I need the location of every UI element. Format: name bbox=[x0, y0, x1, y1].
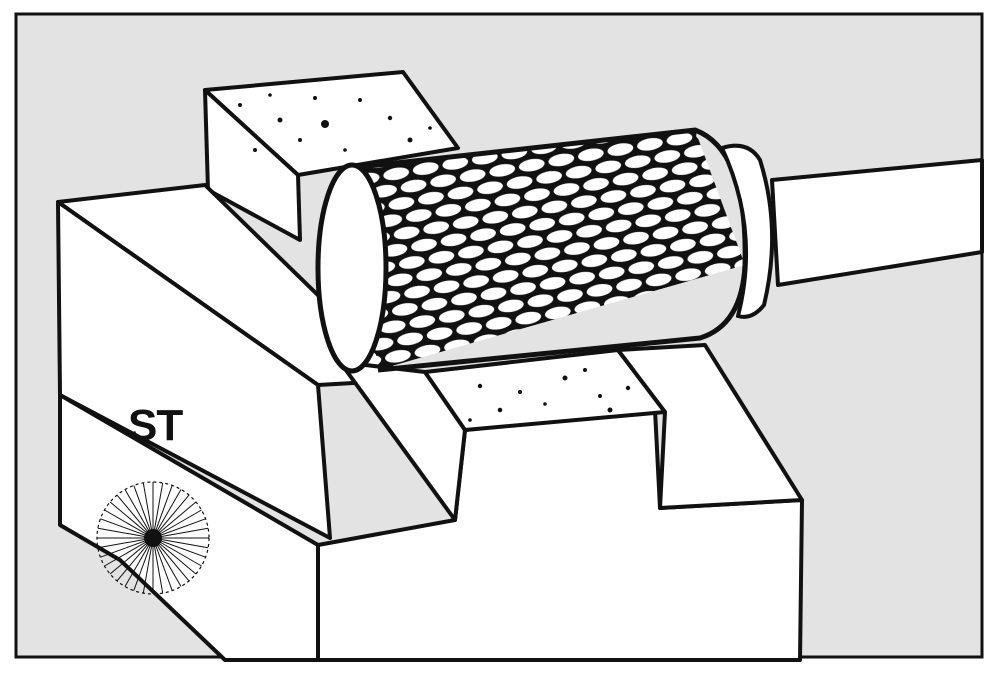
sunburst-ray bbox=[124, 537, 154, 587]
sunburst-ray bbox=[152, 509, 202, 539]
sunburst-center bbox=[144, 529, 162, 547]
sunburst-ray bbox=[124, 489, 154, 539]
sunburst-ray bbox=[152, 485, 173, 539]
sunburst-ray bbox=[152, 527, 209, 539]
sunburst-ray bbox=[100, 537, 154, 558]
sunburst-ray bbox=[152, 537, 190, 582]
workpiece-body-left bbox=[58, 393, 320, 662]
sunburst-ray bbox=[152, 537, 206, 558]
sunburst-ray bbox=[152, 537, 173, 591]
sunburst-ray bbox=[116, 494, 154, 539]
sunburst-ray bbox=[152, 537, 164, 594]
sunburst-ray bbox=[100, 518, 154, 539]
sunburst-ray bbox=[152, 489, 182, 539]
burr-knurl-body bbox=[350, 130, 745, 370]
workpiece-front-face bbox=[203, 88, 302, 242]
sunburst-ray bbox=[142, 537, 154, 594]
material-code-label: ST bbox=[128, 401, 183, 450]
sunburst-ray bbox=[152, 537, 182, 587]
rail-left-side-face bbox=[56, 200, 332, 540]
sunburst-ray bbox=[142, 482, 154, 539]
burr-collar bbox=[720, 143, 775, 319]
workpiece-stipple bbox=[238, 93, 432, 152]
sunburst-ray bbox=[133, 537, 154, 591]
sunburst-ray bbox=[97, 537, 154, 549]
sunburst-ray bbox=[104, 509, 154, 539]
sunburst-ray bbox=[104, 537, 154, 567]
sunburst-ray bbox=[152, 501, 197, 539]
sunburst-ray bbox=[109, 501, 154, 539]
sunburst-ray bbox=[109, 537, 154, 575]
right-shoulder-face bbox=[616, 343, 804, 510]
groove-stipple bbox=[468, 368, 631, 422]
burr-end-face bbox=[315, 162, 389, 374]
sunburst-ring bbox=[96, 481, 210, 595]
sunburst-icon bbox=[96, 481, 210, 595]
sunburst-ray bbox=[152, 537, 209, 549]
sunburst-ray bbox=[133, 485, 154, 539]
sunburst-ray bbox=[152, 537, 202, 567]
sunburst-ray bbox=[97, 527, 154, 539]
sunburst-ray bbox=[152, 537, 197, 575]
sunburst-ray bbox=[152, 518, 206, 539]
sunburst-ray bbox=[116, 537, 154, 582]
sunburst-ray bbox=[152, 494, 190, 539]
shank bbox=[770, 158, 984, 287]
sunburst-ray bbox=[152, 482, 164, 539]
